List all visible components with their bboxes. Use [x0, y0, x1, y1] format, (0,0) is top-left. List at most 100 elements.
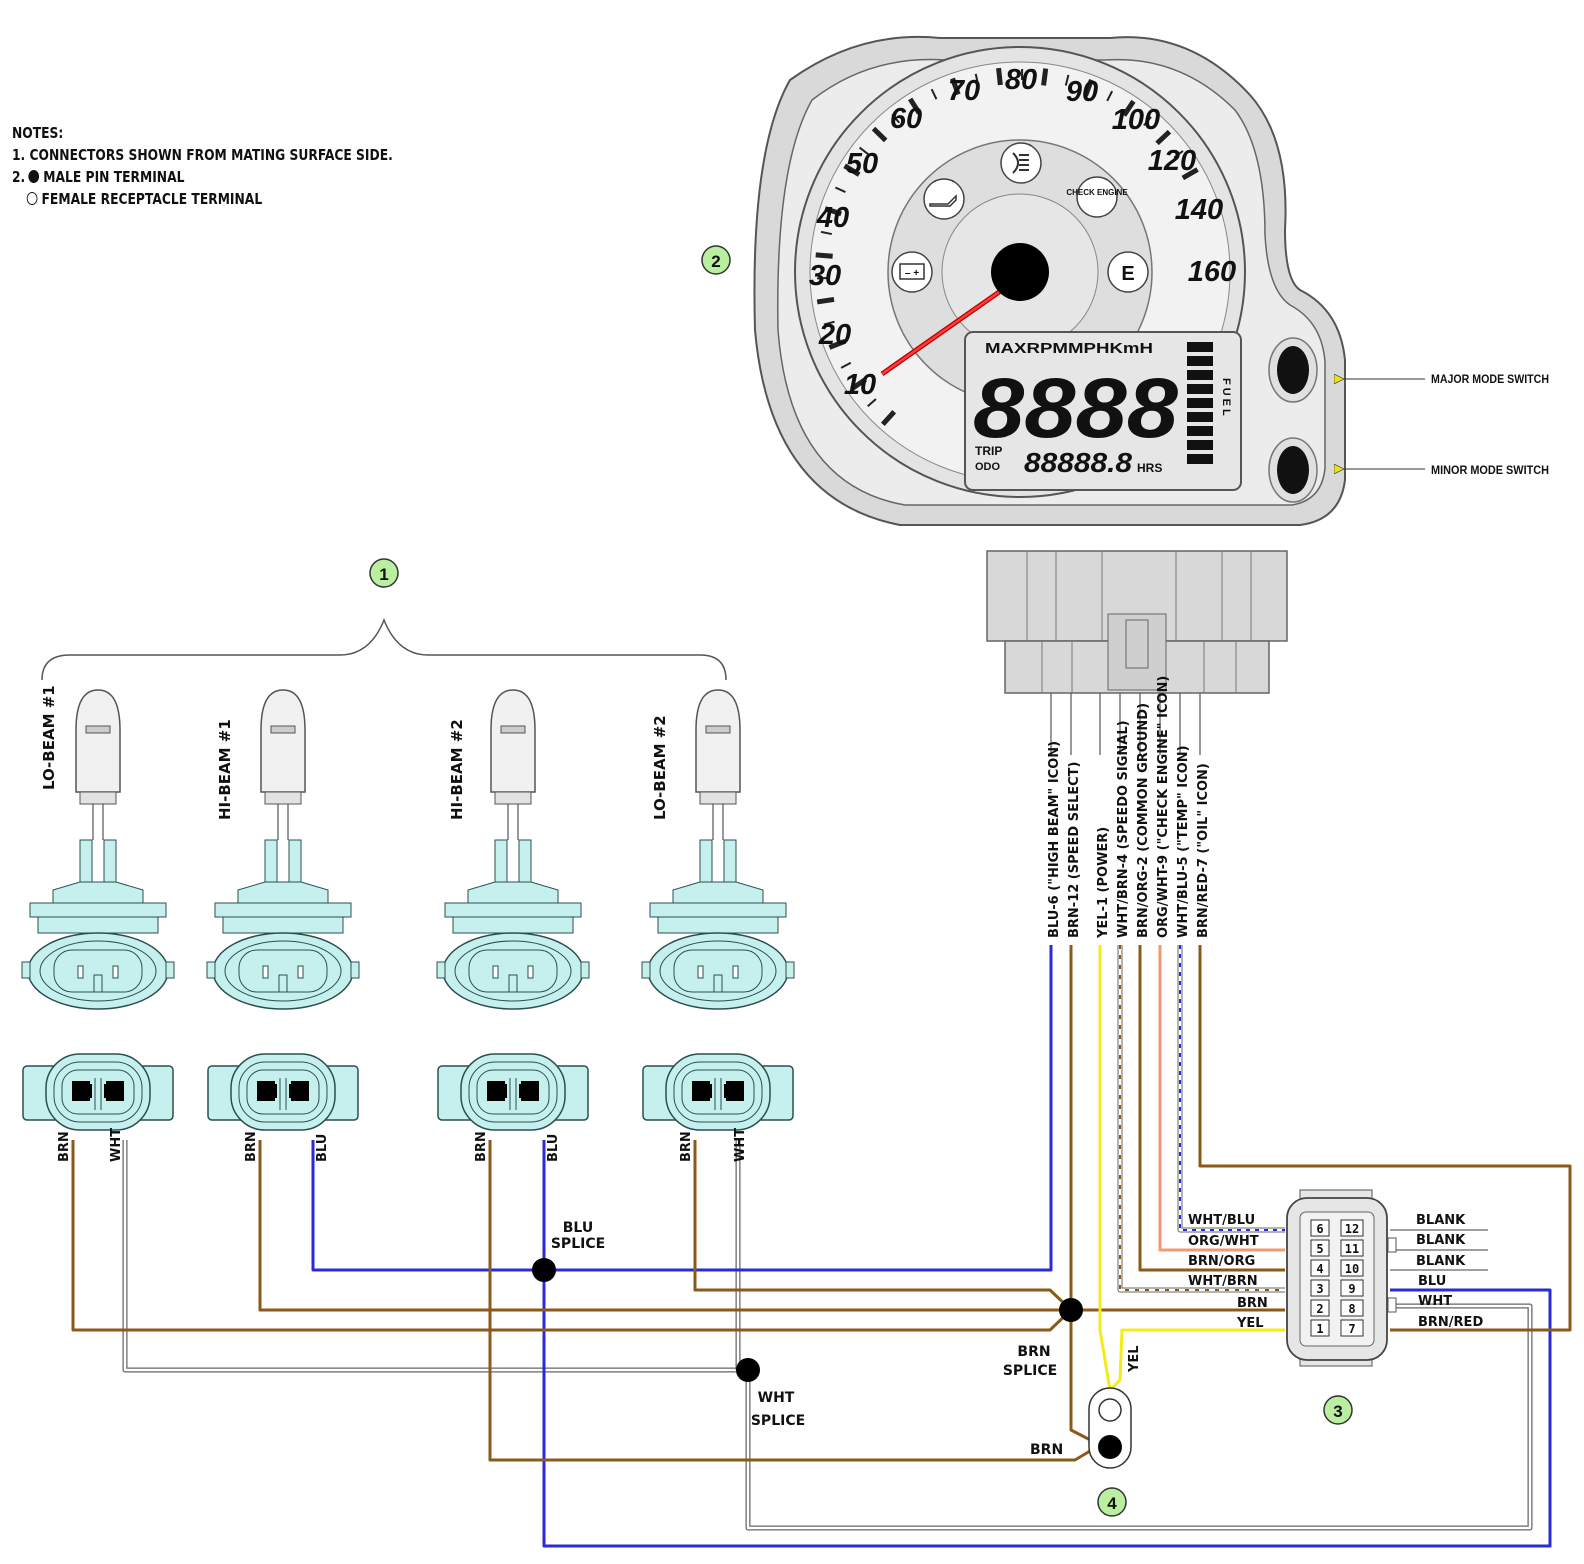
- gauge-tick: [1181, 167, 1199, 181]
- note-2: 2.MALE PIN TERMINAL: [12, 166, 393, 188]
- gauge-tick: [840, 361, 852, 369]
- pin-number: 4: [1316, 1262, 1323, 1276]
- gauge-tick: [843, 163, 861, 177]
- lcd-small-digits: 88888.8: [1024, 447, 1132, 478]
- svg-text:– +: – +: [905, 268, 919, 279]
- callout-2: 2: [701, 245, 731, 275]
- bulb-wire-label: BLU: [315, 1134, 330, 1162]
- gauge-tick: [891, 113, 900, 124]
- wht-blu-wire: [1177, 945, 1285, 1233]
- bulb-wire-label: BRN: [474, 1131, 489, 1162]
- connector-pin: [1340, 1239, 1364, 1257]
- connector-pin: [1310, 1279, 1330, 1297]
- gauge-tick: [930, 88, 938, 100]
- connector-pin: [1340, 1279, 1364, 1297]
- pin-number: 9: [1348, 1282, 1355, 1296]
- check-engine-icon-text: CHECK ENGINE: [1066, 188, 1128, 197]
- gauge-tick: [1041, 68, 1049, 86]
- female-receptacle-icon: [26, 192, 38, 205]
- ground-brn-label: BRN: [1030, 1442, 1063, 1458]
- connector-pin: [1310, 1239, 1330, 1257]
- lcd-display: MAXRPMMPHKmH 8888 TRIP ODO 88888.8 HRS F…: [964, 331, 1242, 491]
- note-3: FEMALE RECEPTACLE TERMINAL: [12, 188, 393, 210]
- gauge-tick: [974, 73, 980, 85]
- gauge-tick: [867, 398, 877, 407]
- connector-pin: [1310, 1259, 1330, 1277]
- gauge-wire-label: YEL-1 (POWER): [1096, 827, 1111, 939]
- bulb-wire-label: BRN: [244, 1131, 259, 1162]
- gauge-tick: [823, 320, 835, 326]
- gauge-tick: [1121, 99, 1136, 117]
- brn-splice-label: SPLICE: [1003, 1363, 1057, 1379]
- gauge-wire-label: BRN/ORG-2 (COMMON GROUND): [1136, 703, 1151, 938]
- headlight-bulb: [21, 689, 175, 1010]
- callout-1: 1: [369, 558, 399, 588]
- fuel-temp-icon: E: [1107, 251, 1149, 293]
- fuel-bar-segment: [1187, 412, 1213, 422]
- connector-pin: [1340, 1219, 1364, 1237]
- fuel-bar-segment: [1187, 370, 1213, 380]
- speed-label: 40: [816, 202, 849, 234]
- pin-number: 6: [1316, 1222, 1323, 1236]
- headlight-bulb: [206, 689, 360, 1010]
- pin-number: 1: [1316, 1322, 1323, 1336]
- gauge-tick: [1173, 150, 1184, 159]
- bulb-wire-label: BRN: [679, 1131, 694, 1162]
- minor-mode-switch-label: MINOR MODE SWITCH: [1431, 463, 1549, 477]
- connector-right-label: BRN/RED: [1418, 1315, 1483, 1330]
- lo-beam-2-label: LO-BEAM #2: [651, 715, 669, 820]
- fuel-bar-segment: [1187, 426, 1213, 436]
- org-wht-wire: [1158, 945, 1285, 1252]
- blu-wire: [311, 945, 1552, 1548]
- speed-label: 20: [818, 319, 851, 351]
- connector-pin: [1340, 1319, 1364, 1337]
- bulb-mating-connector: [437, 1053, 589, 1131]
- brn-red-wire: [1198, 945, 1572, 1332]
- bulb-group-brace: [41, 617, 727, 681]
- speed-label: 50: [846, 148, 878, 180]
- brn-splice-label: BRN: [1017, 1344, 1050, 1360]
- gauge-tick: [908, 97, 922, 115]
- headlight-bulbs: [21, 689, 795, 1131]
- notes-heading: NOTES:: [12, 124, 64, 142]
- fuel-bar-segment: [1187, 384, 1213, 394]
- gauge-tick: [1064, 74, 1070, 86]
- pin-number: 3: [1316, 1282, 1323, 1296]
- connector-left-label: YEL: [1236, 1316, 1264, 1331]
- gauge-tick: [1143, 116, 1152, 126]
- gauge-wire-label: BRN/RED-7 ("OIL" ICON): [1196, 763, 1211, 938]
- headlight-bulb: [641, 689, 795, 1010]
- blu-splice-dot: [532, 1258, 556, 1282]
- callout-3: 3: [1323, 1395, 1353, 1425]
- blu-splice-label: SPLICE: [551, 1236, 605, 1252]
- gauge-wire-label: BRN-12 (SPEED SELECT): [1067, 762, 1082, 938]
- speed-label: 100: [1112, 104, 1160, 136]
- male-pin-icon: [28, 170, 40, 183]
- minor-mode-switch[interactable]: [1268, 437, 1318, 503]
- speed-label: 10: [844, 369, 876, 401]
- svg-text:1: 1: [379, 565, 388, 584]
- bulb-mating-connector: [22, 1053, 174, 1131]
- gauge-tick: [858, 146, 869, 156]
- bulb-wire-label: BRN: [57, 1131, 72, 1162]
- major-mode-switch[interactable]: [1268, 337, 1318, 403]
- connector-left-label: BRN: [1237, 1296, 1268, 1311]
- gauge-tick: [850, 377, 868, 392]
- gauge-tick: [824, 206, 842, 217]
- fuel-bar-segment: [1187, 454, 1213, 464]
- notes-block: NOTES: 1. CONNECTORS SHOWN FROM MATING S…: [12, 122, 393, 210]
- connector-right-label: BLU: [1418, 1274, 1446, 1289]
- speed-label: 30: [809, 260, 841, 292]
- lcd-fuel-label: FUEL: [1220, 378, 1232, 419]
- gauge-tick: [815, 252, 833, 259]
- speed-label: 120: [1148, 145, 1196, 177]
- gauge-tick: [996, 67, 1003, 86]
- connector-left-label: WHT/BRN: [1188, 1274, 1258, 1289]
- speed-label: 160: [1188, 256, 1236, 288]
- gauge-tick: [950, 77, 961, 96]
- connector-left-label: ORG/WHT: [1188, 1234, 1259, 1249]
- note-1: 1. CONNECTORS SHOWN FROM MATING SURFACE …: [12, 146, 393, 164]
